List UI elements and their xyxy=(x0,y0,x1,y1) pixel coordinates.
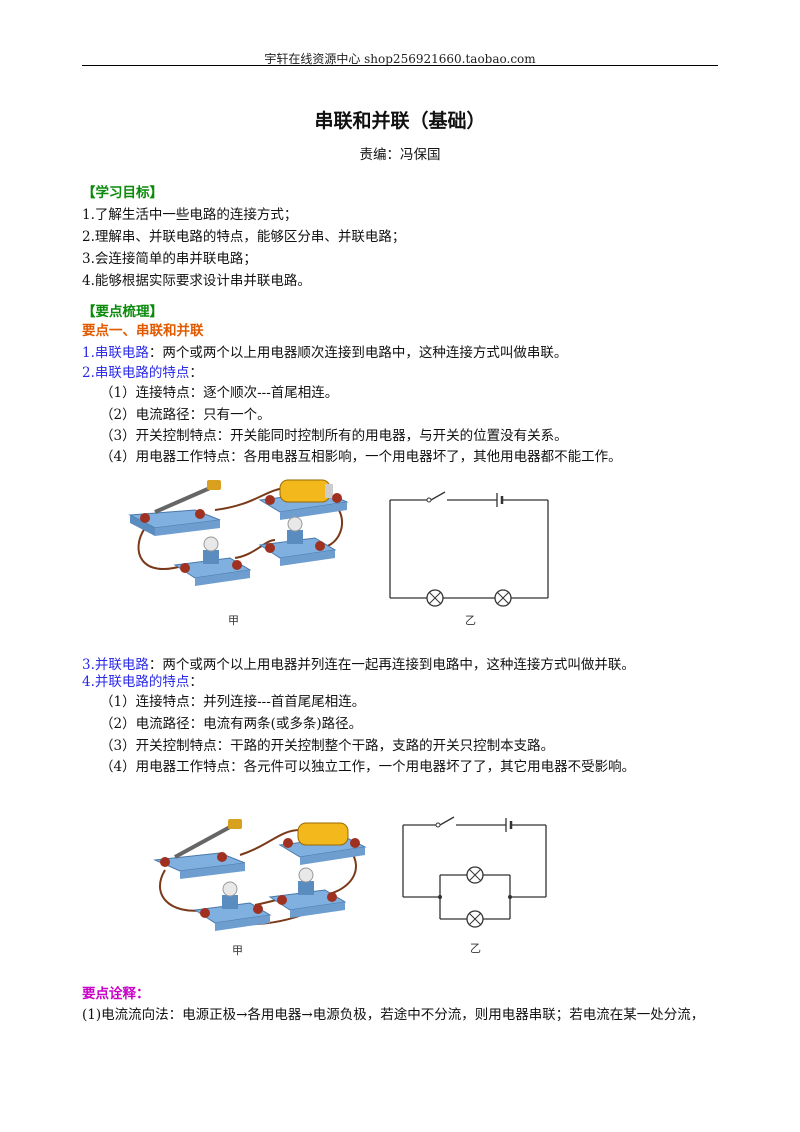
series-item-2: （2）电流路径：只有一个。 xyxy=(100,407,271,423)
fig1-right-label: 乙 xyxy=(465,614,476,627)
series-schematic-figure xyxy=(389,491,549,607)
parallel-item-1: （1）连接特点：并列连接---首首尾尾相连。 xyxy=(100,694,366,710)
parallel-features-heading: 4.并联电路的特点： xyxy=(82,670,203,690)
goal-item-3: 3.会连接简单的串并联电路； xyxy=(82,251,257,267)
points-heading: 【要点梳理】 xyxy=(82,304,163,320)
series-physical-figure xyxy=(128,479,349,586)
series-def-text: ：两个或两个以上用电器顺次连接到电路中，这种连接方式叫做串联。 xyxy=(148,345,568,361)
series-features-heading: 2.串联电路的特点： xyxy=(82,361,203,381)
parallel-physical-figure xyxy=(153,819,367,931)
parallel-def-text: ：两个或两个以上用电器并列连在一起再连接到电路中，这种连接方式叫做并联。 xyxy=(148,657,635,673)
fig2-right-label: 乙 xyxy=(470,942,481,955)
series-item-4: （4）用电器工作特点：各用电器互相影响，一个用电器坏了，其他用电器都不能工作。 xyxy=(100,449,622,465)
parallel-item-4: （4）用电器工作特点：各元件可以独立工作，一个用电器坏了了，其它用电器不受影响。 xyxy=(100,759,636,775)
notes-heading: 要点诠释： xyxy=(82,986,150,1002)
parallel-item-2: （2）电流路径：电流有两条(或多条)路径。 xyxy=(100,716,363,732)
goals-heading: 【学习目标】 xyxy=(82,185,163,201)
series-item-1: （1）连接特点：逐个顺次---首尾相连。 xyxy=(100,385,339,401)
page-header: 宇轩在线资源中心 shop256921660.taobao.com xyxy=(264,52,536,66)
goal-item-1: 1.了解生活中一些电路的连接方式； xyxy=(82,207,298,223)
series-item-3: （3）开关控制特点：开关能同时控制所有的用电器，与开关的位置没有关系。 xyxy=(100,428,568,444)
series-definition: 1.串联电路：两个或两个以上用电器顺次连接到电路中，这种连接方式叫做串联。 xyxy=(82,341,567,361)
parallel-feat-label: 4.并联电路的特点 xyxy=(82,674,190,690)
section1-heading: 要点一、串联和并联 xyxy=(82,323,204,339)
fig1-left-label: 甲 xyxy=(228,614,239,627)
goal-item-4: 4.能够根据实际要求设计串并联电路。 xyxy=(82,273,311,289)
page-title: 串联和并联（基础） xyxy=(314,110,486,132)
parallel-schematic-figure xyxy=(402,816,547,928)
parallel-item-3: （3）开关控制特点：干路的开关控制整个干路，支路的开关只控制本支路。 xyxy=(100,738,555,754)
editor-line: 责编：冯保国 xyxy=(359,147,441,163)
series-feat-label: 2.串联电路的特点 xyxy=(82,365,190,381)
series-def-label: 1.串联电路 xyxy=(82,345,149,361)
header-rule xyxy=(82,65,718,66)
goal-item-2: 2.理解串、并联电路的特点，能够区分串、并联电路； xyxy=(82,229,406,245)
parallel-feat-colon: ： xyxy=(189,674,203,690)
notes-line-1: (1)电流流向法：电源正极→各用电器→电源负极，若途中不分流，则用电器串联；若电… xyxy=(82,1007,705,1023)
series-feat-colon: ： xyxy=(189,365,203,381)
parallel-def-label: 3.并联电路 xyxy=(82,657,149,673)
fig2-left-label: 甲 xyxy=(232,944,243,957)
parallel-definition: 3.并联电路：两个或两个以上用电器并列连在一起再连接到电路中，这种连接方式叫做并… xyxy=(82,653,635,673)
